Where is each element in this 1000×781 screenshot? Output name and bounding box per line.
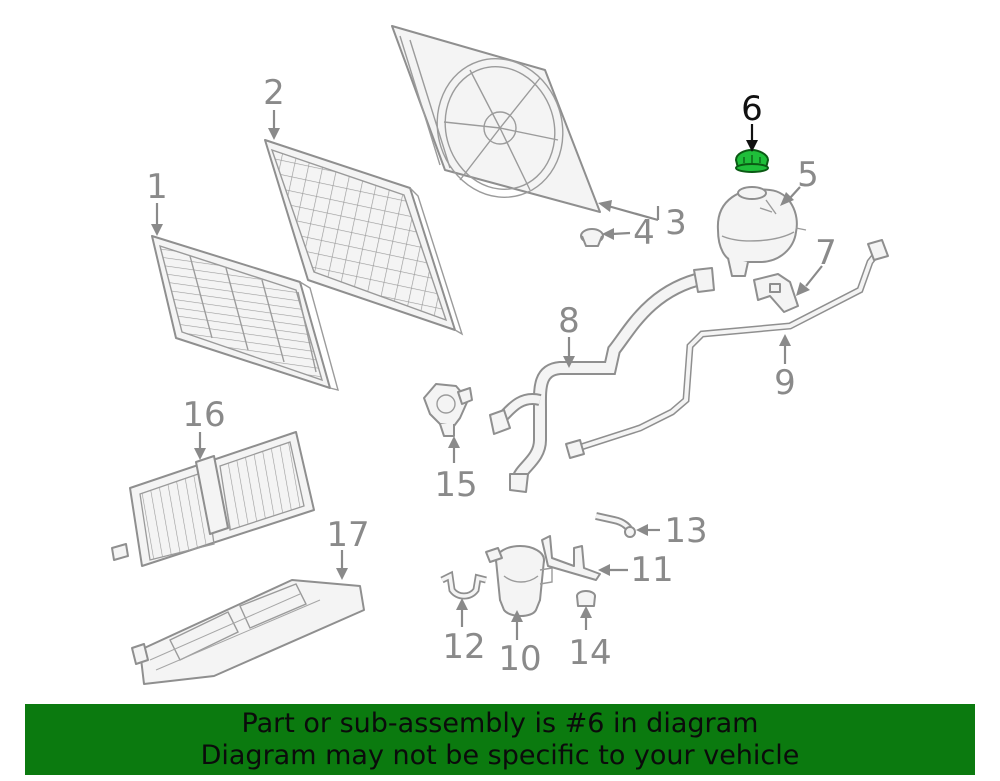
banner-line-selected-part: Part or sub-assembly is #6 in diagram	[241, 707, 759, 739]
info-banner: Part or sub-assembly is #6 in diagram Di…	[25, 704, 975, 775]
callout-5[interactable]: 5	[797, 155, 819, 195]
part-coolant-hose	[489, 267, 715, 493]
callout-7[interactable]: 7	[815, 233, 837, 273]
part-fan-shroud	[391, 25, 601, 213]
part-coolant-tube	[565, 239, 889, 459]
part-clamp	[440, 570, 487, 600]
callout-12[interactable]: 12	[442, 627, 485, 667]
callout-14[interactable]: 14	[568, 633, 611, 673]
callout-15[interactable]: 15	[434, 465, 477, 505]
callout-11[interactable]: 11	[630, 550, 673, 590]
part-radiator	[151, 235, 339, 391]
part-isolator	[576, 590, 596, 607]
part-pump-bracket	[541, 535, 601, 581]
part-coolant-reservoir	[716, 186, 807, 277]
callout-4[interactable]: 4	[633, 213, 655, 253]
callout-17[interactable]: 17	[326, 515, 369, 555]
banner-line-disclaimer: Diagram may not be specific to your vehi…	[200, 739, 800, 771]
callout-8[interactable]: 8	[558, 301, 580, 341]
parts-diagram: 1 2 3 4 5 6 7 8 9 10 11 12 13 14 15 16 1…	[111, 25, 889, 685]
callout-10[interactable]: 10	[498, 639, 541, 679]
callout-3[interactable]: 3	[665, 203, 687, 243]
part-reservoir-cap[interactable]	[734, 148, 770, 173]
part-reservoir-bracket	[753, 273, 799, 313]
part-thermostat-housing	[423, 383, 473, 437]
callout-labels: 1 2 3 4 5 6 7 8 9 10 11 12 13 14 15 16 1…	[146, 73, 837, 679]
part-lower-deflector	[131, 579, 365, 685]
callout-6[interactable]: 6	[741, 89, 763, 129]
callout-leaders	[151, 110, 823, 640]
part-hose-clamp	[595, 512, 636, 538]
part-grille-shutter	[111, 431, 315, 567]
part-grommet	[580, 228, 604, 247]
part-water-pump	[485, 545, 553, 617]
part-condenser	[264, 139, 464, 336]
callout-2[interactable]: 2	[263, 73, 285, 113]
callout-16[interactable]: 16	[182, 395, 225, 435]
callout-13[interactable]: 13	[664, 511, 707, 551]
callout-9[interactable]: 9	[774, 363, 796, 403]
callout-1[interactable]: 1	[146, 167, 168, 207]
